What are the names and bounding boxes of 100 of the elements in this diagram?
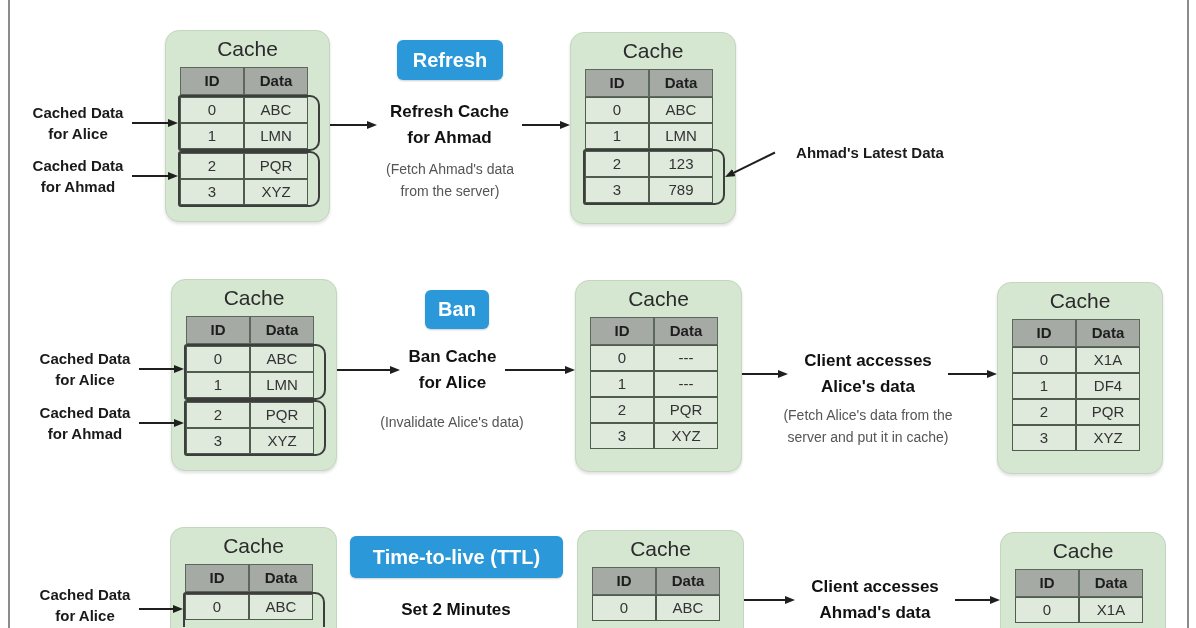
table-header-cell: Data: [1076, 319, 1140, 347]
table-cell: 3: [585, 177, 649, 203]
table-cell: 123: [649, 151, 713, 177]
table-cell: 3: [180, 179, 244, 205]
step-label: Client accesses Alice's data: [788, 348, 948, 400]
cache-panel: [997, 282, 1163, 474]
cache-panel: [1000, 532, 1166, 628]
row-group-outline: [178, 151, 320, 207]
table-cell: ABC: [656, 595, 720, 621]
table-cell: PQR: [1076, 399, 1140, 425]
leader-arrow: [131, 172, 178, 180]
table-cell: DF4: [1076, 373, 1140, 399]
table-cell: 2: [180, 153, 244, 179]
table-cell: PQR: [654, 397, 718, 423]
table-cell: X1A: [1079, 597, 1143, 623]
table-cell: XYZ: [250, 428, 314, 454]
table-cell: 0: [180, 97, 244, 123]
table-cell: LMN: [250, 372, 314, 398]
table-cell: 1: [186, 372, 250, 398]
cache-panel: [570, 32, 736, 224]
table-header-cell: Data: [649, 69, 713, 97]
callout-label: Cached Data for Alice: [31, 348, 139, 390]
table-cell: ABC: [244, 97, 308, 123]
table-header-cell: ID: [592, 567, 656, 595]
table-header-cell: Data: [249, 564, 313, 592]
table-header-cell: Data: [1079, 569, 1143, 597]
row-group-outline: [178, 95, 320, 151]
table-header-cell: Data: [250, 316, 314, 344]
table-cell: 2: [186, 402, 250, 428]
callout-label: Cached Data for Ahmad: [24, 155, 132, 197]
step-note: (Fetch Alice's data from the server and put it in cache): [782, 406, 954, 447]
table-cell: 3: [1012, 425, 1076, 451]
callout-label: Cached Data for Ahmad: [31, 402, 139, 444]
table-header-cell: ID: [1012, 319, 1076, 347]
row-group-outline: [184, 344, 326, 400]
table-header-cell: ID: [585, 69, 649, 97]
table-cell: 0: [1012, 347, 1076, 373]
row-group-outline: [583, 149, 725, 205]
table-cell: XYZ: [654, 423, 718, 449]
table-cell: 1: [180, 123, 244, 149]
table-cell: 789: [649, 177, 713, 203]
cache-title: Cache: [630, 536, 691, 562]
table-cell: ABC: [649, 97, 713, 123]
table-header-cell: ID: [185, 564, 249, 592]
table-cell: 0: [185, 594, 249, 620]
table-header-cell: ID: [590, 317, 654, 345]
table-cell: 0: [585, 97, 649, 123]
table-cell: 0: [592, 595, 656, 621]
table-cell: ---: [654, 371, 718, 397]
arrow: [504, 366, 575, 374]
callout-label: Cached Data for Alice: [31, 584, 139, 626]
table-cell: 2: [590, 397, 654, 423]
operation-badge: Ban: [425, 290, 489, 329]
leader-arrow: [138, 419, 184, 427]
row-group-outline: [184, 400, 326, 456]
table-cell: XYZ: [244, 179, 308, 205]
step-label: Ban Cache for Alice: [400, 344, 505, 396]
arrow: [521, 121, 570, 129]
table-cell: 2: [1012, 399, 1076, 425]
callout-label: Cached Data for Alice: [24, 102, 132, 144]
table-header-cell: Data: [244, 67, 308, 95]
cache-title: Cache: [1052, 538, 1114, 564]
cache-title: Cache: [622, 38, 684, 64]
table-cell: PQR: [244, 153, 308, 179]
step-label: Set 2 Minutes: [386, 597, 526, 623]
row-group-outline: [183, 592, 325, 627]
leader-arrow: [131, 119, 178, 127]
table-header-cell: ID: [180, 67, 244, 95]
leader-arrow: [138, 365, 184, 373]
step-label: Refresh Cache for Ahmad: [377, 99, 522, 151]
operation-badge: Time-to-live (TTL): [350, 536, 563, 578]
cache-panel: [165, 30, 330, 222]
leader-arrow: [725, 151, 776, 177]
arrow: [954, 596, 1000, 604]
cache-panel: [577, 530, 744, 628]
arrow: [336, 366, 400, 374]
operation-badge: Refresh: [397, 40, 503, 80]
cache-title: Cache: [1049, 288, 1111, 314]
table-header-cell: Data: [656, 567, 720, 595]
arrow: [947, 370, 997, 378]
cache-panel: [575, 280, 742, 472]
step-label: Client accesses Ahmad's data: [795, 574, 955, 626]
arrow: [741, 370, 788, 378]
step-note: (Fetch Ahmad's data from the server): [385, 160, 515, 201]
table-cell: ---: [654, 345, 718, 371]
table-cell: LMN: [649, 123, 713, 149]
table-cell: 3: [186, 428, 250, 454]
cache-title: Cache: [628, 286, 689, 312]
table-cell: 1: [590, 371, 654, 397]
table-cell: ABC: [250, 346, 314, 372]
table-cell: 0: [1015, 597, 1079, 623]
cache-title: Cache: [217, 36, 278, 62]
cache-title: Cache: [223, 533, 284, 559]
callout-label: Ahmad's Latest Data: [775, 142, 965, 163]
step-note: (Invalidate Alice's data): [379, 413, 525, 432]
table-cell: X1A: [1076, 347, 1140, 373]
table-header-cell: Data: [654, 317, 718, 345]
table-cell: 2: [585, 151, 649, 177]
cache-panel: [171, 279, 337, 471]
table-cell: 1: [1012, 373, 1076, 399]
